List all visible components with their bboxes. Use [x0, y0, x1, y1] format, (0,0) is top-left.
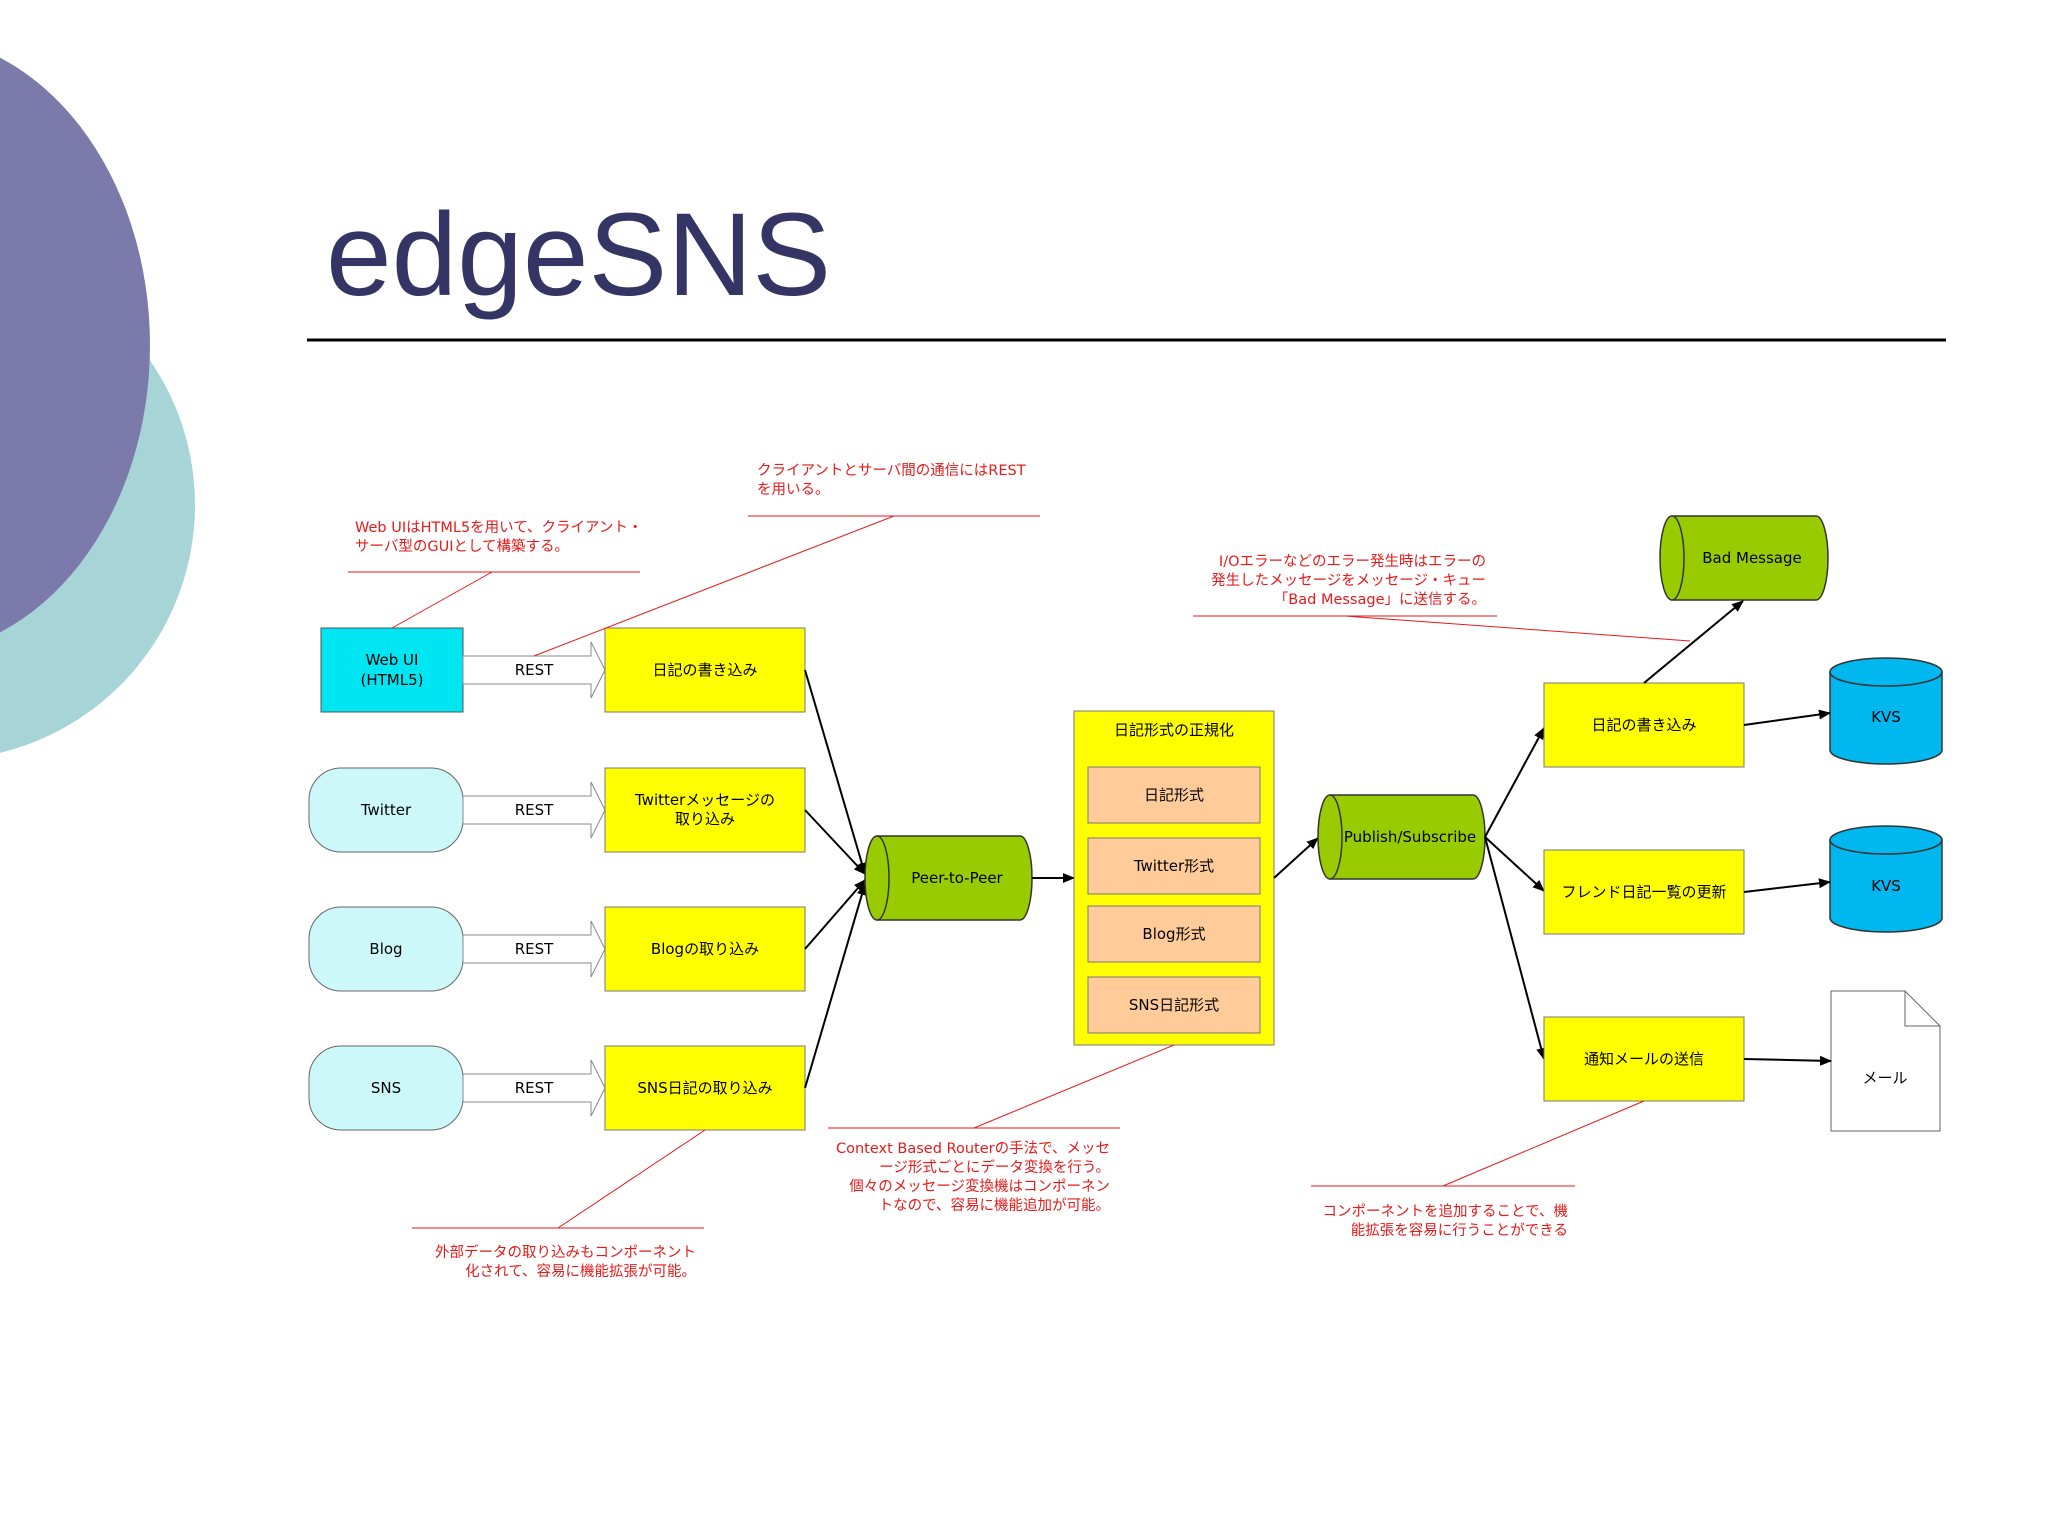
- source-blog-label: Blog: [369, 940, 402, 958]
- source-webui: Web UI (HTML5): [320, 627, 464, 713]
- output-diary-write-label: 日記の書き込み: [1591, 716, 1696, 734]
- normalize-container: 日記形式の正規化 日記形式 Twitter形式 Blog形式 SNS日記形式: [1073, 710, 1275, 1046]
- ingest-twitter-label: Twitterメッセージの: [634, 791, 775, 809]
- annotation-line: 外部データの取り込みもコンポーネント: [435, 1243, 696, 1261]
- output-mail-send-label: 通知メールの送信: [1584, 1050, 1704, 1068]
- format-blog: Blog形式: [1142, 925, 1205, 943]
- rest-arrow-2: REST: [462, 781, 606, 839]
- p2p-queue: Peer-to-Peer: [864, 835, 1033, 921]
- annotation-rest: クライアントとサーバ間の通信にはREST を用いる。: [533, 462, 1040, 657]
- arrow-ingest1-p2p: [804, 669, 867, 875]
- rest-label: REST: [515, 661, 554, 679]
- annotation-line: ージ形式ごとにデータ変換を行う。: [879, 1158, 1110, 1176]
- annotation-component: コンポーネントを追加することで、機 能拡張を容易に行うことができる: [1311, 1100, 1645, 1239]
- kvs-label: KVS: [1871, 877, 1901, 895]
- arrow-out3-mail: [1743, 1055, 1832, 1066]
- mail-document: メール: [1830, 990, 1941, 1132]
- rest-arrow-4: REST: [462, 1059, 606, 1117]
- format-sns: SNS日記形式: [1129, 996, 1219, 1014]
- source-twitter-label: Twitter: [360, 801, 412, 819]
- annotation-line: コンポーネントを追加することで、機: [1323, 1203, 1568, 1220]
- source-webui-label: Web UI: [366, 651, 419, 669]
- arrow-out1-badmessage: [1643, 600, 1744, 684]
- bad-message-queue: Bad Message: [1659, 515, 1829, 601]
- ingest-sns-label: SNS日記の取り込み: [637, 1079, 772, 1097]
- annotation-webui: Web UIはHTML5を用いて、クライアント・ サーバ型のGUIとして構築する…: [348, 519, 642, 629]
- annotation-line: 能拡張を容易に行うことができる: [1351, 1222, 1568, 1239]
- kvs-store-2: KVS: [1829, 825, 1943, 933]
- ingest-diary-write: 日記の書き込み: [604, 627, 806, 713]
- ingest-blog-label: Blogの取り込み: [651, 940, 759, 958]
- annotation-line: Web UIはHTML5を用いて、クライアント・: [355, 519, 642, 536]
- rest-label: REST: [515, 940, 554, 958]
- rest-arrow-1: REST: [462, 641, 606, 699]
- pubsub-queue: Publish/Subscribe: [1317, 794, 1486, 880]
- kvs-store-1: KVS: [1829, 657, 1943, 765]
- annotation-line: Context Based Routerの手法で、メッセ: [836, 1140, 1110, 1157]
- ingest-sns: SNS日記の取り込み: [604, 1045, 806, 1131]
- format-diary: 日記形式: [1144, 786, 1204, 804]
- arrow-normalize-pubsub: [1273, 837, 1319, 879]
- output-friend-update-label: フレンド日記一覧の更新: [1561, 883, 1726, 901]
- annotation-line: 「Bad Message」に送信する。: [1274, 591, 1486, 608]
- annotation-line: サーバ型のGUIとして構築する。: [355, 537, 569, 555]
- format-twitter: Twitter形式: [1133, 857, 1214, 875]
- annotation-line: を用いる。: [757, 481, 830, 498]
- arrow-ingest3-p2p: [804, 879, 866, 950]
- arrow-pubsub-out3: [1484, 836, 1547, 1060]
- annotation-line: クライアントとサーバ間の通信にはREST: [757, 462, 1026, 479]
- pubsub-label: Publish/Subscribe: [1344, 828, 1476, 846]
- arrow-pubsub-out1: [1484, 727, 1545, 838]
- annotation-external: 外部データの取り込みもコンポーネント 化されて、容易に機能拡張が可能。: [412, 1129, 706, 1280]
- annotation-error: I/Oエラーなどのエラー発生時はエラーの 発生したメッセージをメッセージ・キュー…: [1193, 553, 1691, 642]
- arrow-out2-kvs: [1743, 878, 1831, 893]
- arrow-pubsub-out2: [1484, 836, 1545, 892]
- source-sns-label: SNS: [371, 1079, 401, 1097]
- normalize-title: 日記形式の正規化: [1114, 721, 1234, 739]
- source-sns: SNS: [308, 1045, 464, 1131]
- kvs-label: KVS: [1871, 708, 1901, 726]
- mail-label: メール: [1862, 1069, 1907, 1087]
- annotation-line: 個々のメッセージ変換機はコンポーネン: [849, 1178, 1110, 1195]
- decor-circle-purple: [0, 57, 150, 633]
- annotation-line: I/Oエラーなどのエラー発生時はエラーの: [1219, 553, 1486, 570]
- source-twitter: Twitter: [308, 767, 464, 853]
- arrow-out1-kvs: [1743, 709, 1831, 726]
- arrow-ingest2-p2p: [804, 809, 866, 875]
- rest-label: REST: [515, 801, 554, 819]
- ingest-diary-write-label: 日記の書き込み: [652, 661, 757, 679]
- output-diary-write: 日記の書き込み: [1543, 682, 1745, 768]
- output-mail-send: 通知メールの送信: [1543, 1016, 1745, 1102]
- bad-message-label: Bad Message: [1702, 549, 1802, 567]
- p2p-label: Peer-to-Peer: [911, 869, 1003, 887]
- ingest-twitter-sublabel: 取り込み: [675, 810, 735, 828]
- source-blog: Blog: [308, 906, 464, 992]
- annotation-line: 化されて、容易に機能拡張が可能。: [465, 1263, 696, 1280]
- annotation-line: 発生したメッセージをメッセージ・キュー: [1211, 572, 1486, 589]
- annotation-line: トなので、容易に機能追加が可能。: [879, 1197, 1110, 1214]
- ingest-twitter: Twitterメッセージの 取り込み: [604, 767, 806, 853]
- page-title: edgeSNS: [326, 189, 831, 321]
- ingest-blog: Blogの取り込み: [604, 906, 806, 992]
- rest-label: REST: [515, 1079, 554, 1097]
- arrow-ingest4-p2p: [804, 883, 867, 1089]
- source-webui-sublabel: (HTML5): [361, 671, 424, 689]
- rest-arrow-3: REST: [462, 920, 606, 978]
- annotation-router: Context Based Routerの手法で、メッセ ージ形式ごとにデータ変…: [828, 1044, 1175, 1214]
- output-friend-update: フレンド日記一覧の更新: [1543, 849, 1745, 935]
